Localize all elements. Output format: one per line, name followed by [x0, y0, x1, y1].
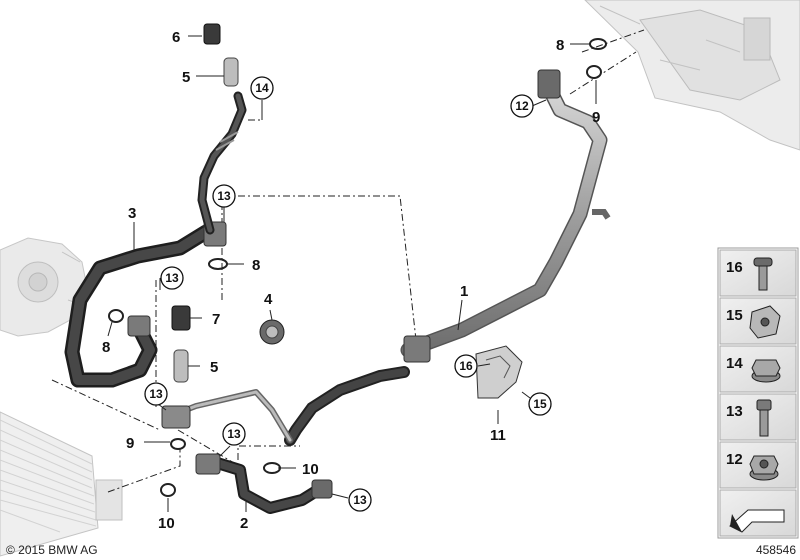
callout[interactable]: 7	[212, 311, 220, 328]
callout-circled[interactable]: 16	[454, 354, 478, 378]
callout[interactable]: 9	[592, 109, 600, 126]
callout-circled[interactable]: 15	[528, 392, 552, 416]
torx-bolt-icon	[753, 257, 773, 291]
pipe-1-end-fitting	[537, 69, 561, 99]
callout-text: 6	[172, 29, 180, 46]
callout-text: 11	[490, 427, 506, 444]
hose-2	[195, 453, 333, 514]
panel-cell[interactable]: 15	[719, 297, 797, 345]
panel-cell-number: 12	[726, 451, 743, 468]
panel-cell[interactable]: 16	[719, 249, 797, 297]
background-compressor	[0, 237, 89, 337]
callout-text: 10	[158, 515, 175, 532]
callout-labels: 6 5 14 13 3 8 13 8 7 4	[102, 29, 600, 532]
callout-text: 5	[182, 69, 190, 86]
panel-cell-number: 13	[726, 403, 743, 420]
panel-cell[interactable]	[719, 489, 797, 537]
callout-text: 8	[252, 257, 260, 274]
callout-circled[interactable]: 13	[144, 382, 168, 406]
diagram-id: 458546	[756, 543, 796, 557]
callout[interactable]: 9	[126, 435, 134, 452]
callout[interactable]: 2	[240, 515, 248, 532]
callout-text: 3	[128, 205, 136, 222]
callout[interactable]: 8	[102, 339, 110, 356]
callout[interactable]: 4	[264, 291, 273, 308]
valve-5-upper	[223, 57, 239, 87]
callout-text: 13	[165, 271, 179, 285]
callout-text: 9	[592, 109, 600, 126]
callout-text: 10	[302, 461, 319, 478]
callout[interactable]: 6	[172, 29, 180, 46]
sensor-4	[259, 319, 285, 345]
callout[interactable]: 8	[252, 257, 260, 274]
callout-circled[interactable]: 13	[212, 184, 236, 208]
callout-text: 16	[459, 359, 473, 373]
callout-text: 8	[556, 37, 564, 54]
callout[interactable]: 11	[490, 427, 506, 444]
copyright-text: © 2015 BMW AG	[6, 543, 98, 557]
callout-text: 15	[533, 397, 547, 411]
panel-cell[interactable]: 14	[719, 345, 797, 393]
callout-text: 12	[515, 99, 529, 113]
callout-circled[interactable]: 13	[160, 266, 184, 290]
callout-text: 4	[264, 291, 273, 308]
panel-cell-number: 14	[726, 355, 743, 372]
callout[interactable]: 8	[556, 37, 564, 54]
o-rings	[108, 38, 607, 497]
callout-text: 7	[212, 311, 220, 328]
pipe-1	[400, 69, 611, 363]
background-evaporator-housing	[584, 0, 800, 151]
callout[interactable]: 5	[182, 69, 190, 86]
callout-circled[interactable]: 13	[348, 488, 372, 512]
callout-text: 9	[126, 435, 134, 452]
panel-cell-number: 16	[726, 259, 743, 276]
collar-nut-icon	[749, 455, 779, 481]
callout-text: 13	[227, 427, 241, 441]
callout-circled[interactable]: 12	[510, 94, 534, 118]
socket-bolt-icon	[756, 399, 772, 437]
callout-text: 5	[210, 359, 218, 376]
panel-cell-number: 15	[726, 307, 743, 324]
panel-cell[interactable]: 12	[719, 441, 797, 489]
callout-text: 13	[149, 387, 163, 401]
callout[interactable]: 1	[460, 283, 468, 300]
valve-5-lower	[173, 349, 189, 383]
callout[interactable]: 10	[158, 515, 175, 532]
background-condenser	[0, 411, 123, 557]
cap-6	[203, 23, 221, 45]
bracket-11	[475, 345, 523, 399]
hex-flange-nut-icon	[751, 359, 781, 383]
pipe-1-block-fitting	[403, 335, 431, 363]
callout-text: 8	[102, 339, 110, 356]
leader-lines	[107, 35, 597, 512]
callout[interactable]: 10	[302, 461, 319, 478]
direction-arrow-icon	[729, 509, 785, 533]
callout-text: 1	[460, 283, 468, 300]
callout-text: 14	[255, 81, 269, 95]
callout[interactable]: 5	[210, 359, 218, 376]
clip-nut-icon	[749, 305, 781, 339]
cap-7	[171, 305, 191, 331]
parts-panel: 16 15 14 13	[717, 247, 799, 539]
callout-circled[interactable]: 13	[222, 422, 246, 446]
callout-text: 13	[217, 189, 231, 203]
hose-center-segment	[167, 366, 410, 446]
callout-text: 2	[240, 515, 248, 532]
hose-upper	[197, 91, 247, 235]
callout[interactable]: 3	[128, 205, 136, 222]
hose-3	[64, 221, 227, 388]
callout-text: 13	[353, 493, 367, 507]
distribution-block	[161, 405, 191, 429]
callout-circled[interactable]: 14	[250, 76, 274, 100]
panel-cell[interactable]: 13	[719, 393, 797, 441]
